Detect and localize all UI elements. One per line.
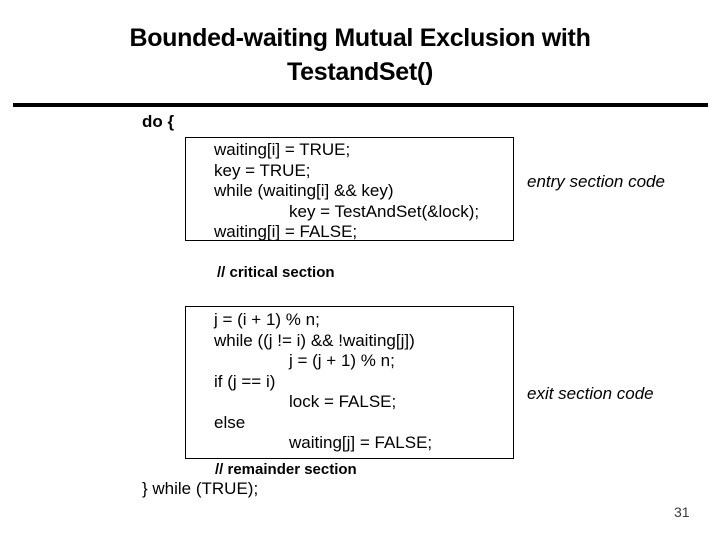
code-line: key = TestAndSet(&lock);	[289, 201, 480, 221]
critical-section-comment: // critical section	[217, 264, 335, 281]
code-line: waiting[j] = FALSE;	[289, 433, 433, 452]
remainder-section-comment: // remainder section	[215, 461, 357, 478]
code-line: waiting[i] = TRUE;	[214, 140, 351, 159]
code-line: j = (i + 1) % n;	[214, 310, 320, 329]
code-line: waiting[i] = FALSE;	[214, 222, 358, 241]
code-line: key = TRUE;	[214, 160, 311, 180]
code-line: while (waiting[i] && key)	[214, 181, 394, 200]
code-line: if (j == i)	[214, 371, 276, 391]
code-line: else	[214, 412, 246, 432]
code-line: while ((j != i) && !waiting[j])	[214, 330, 415, 350]
exit-section-label: exit section code	[527, 384, 654, 403]
code-line: j = (j + 1) % n;	[289, 351, 395, 370]
entry-section-label: entry section code	[527, 172, 665, 191]
code-line: lock = FALSE;	[289, 392, 397, 411]
title-divider-rule	[13, 103, 708, 107]
code-do-close: } while (TRUE);	[142, 479, 259, 498]
page-number: 31	[674, 504, 690, 520]
exit-section-code-box: j = (i + 1) % n;while ((j != i) && !wait…	[185, 306, 514, 459]
slide-title-line1: Bounded-waiting Mutual Exclusion with	[129, 24, 591, 52]
entry-section-code-box: waiting[i] = TRUE;key = TRUE;while (wait…	[185, 137, 514, 241]
code-do-open: do {	[142, 112, 175, 131]
slide-title-line2: TestandSet()	[287, 58, 433, 86]
slide-title: Bounded-waiting Mutual Exclusion with Te…	[0, 21, 720, 89]
